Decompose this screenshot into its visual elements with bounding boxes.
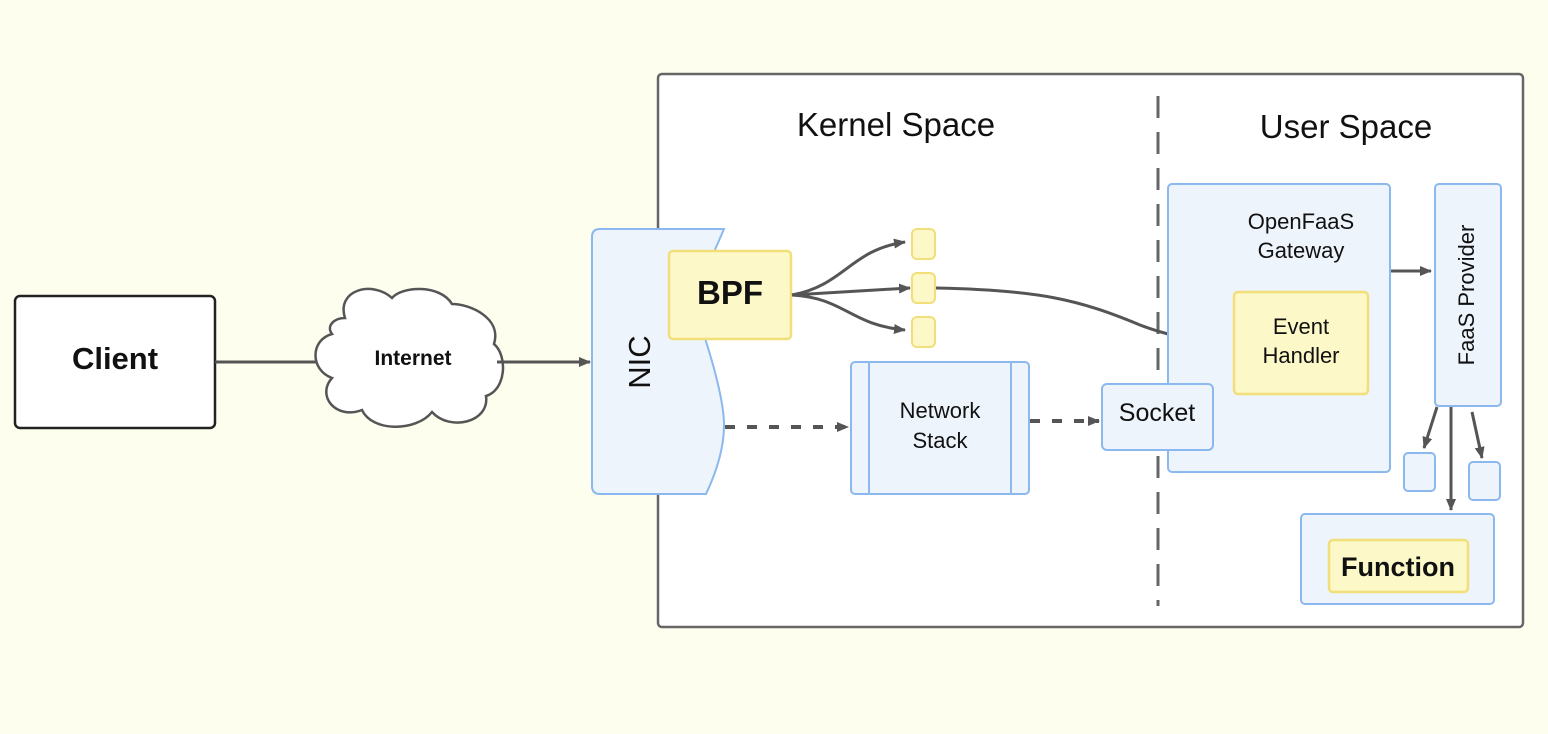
network-stack-label-line2: Stack [912,428,968,453]
socket-box [1101,383,1214,451]
provider-to-box-right-arrow [1470,411,1485,459]
internet-cloud-icon [314,287,505,428]
provider-small-box-right [1468,461,1501,501]
bpf-label: BPF [697,274,763,311]
faas-provider-box [1434,183,1502,407]
client-label: Client [72,341,158,376]
internet-label: Internet [374,347,451,370]
function-label: Function [1341,552,1455,582]
nic-label: NIC [622,335,657,388]
event-handler-label-line2: Handler [1262,343,1339,368]
provider-small-box-left [1403,452,1436,492]
event-handler-box [1232,290,1370,396]
bpf-to-map-2-arrow [791,283,911,297]
gateway-label-line2: Gateway [1258,238,1345,263]
gateway-label-line1: OpenFaaS [1248,209,1354,234]
network-stack-box [850,361,1030,495]
network-stack-label-line1: Network [900,398,982,423]
event-handler-label-line1: Event [1273,314,1329,339]
faas-provider-label: FaaS Provider [1454,225,1479,366]
provider-to-box-left-arrow [1422,406,1439,449]
bpf-map-1 [911,228,936,260]
socket-label: Socket [1119,399,1195,427]
bpf-map-3 [911,316,936,348]
user-space-label: User Space [1260,108,1432,145]
bpf-to-map-1-arrow [791,238,906,297]
bpf-box [667,249,793,341]
bpf-map-2 [911,272,936,304]
function-box [1327,538,1470,594]
kernel-space-label: Kernel Space [797,106,995,143]
bpf-to-map-3-arrow [791,293,906,334]
